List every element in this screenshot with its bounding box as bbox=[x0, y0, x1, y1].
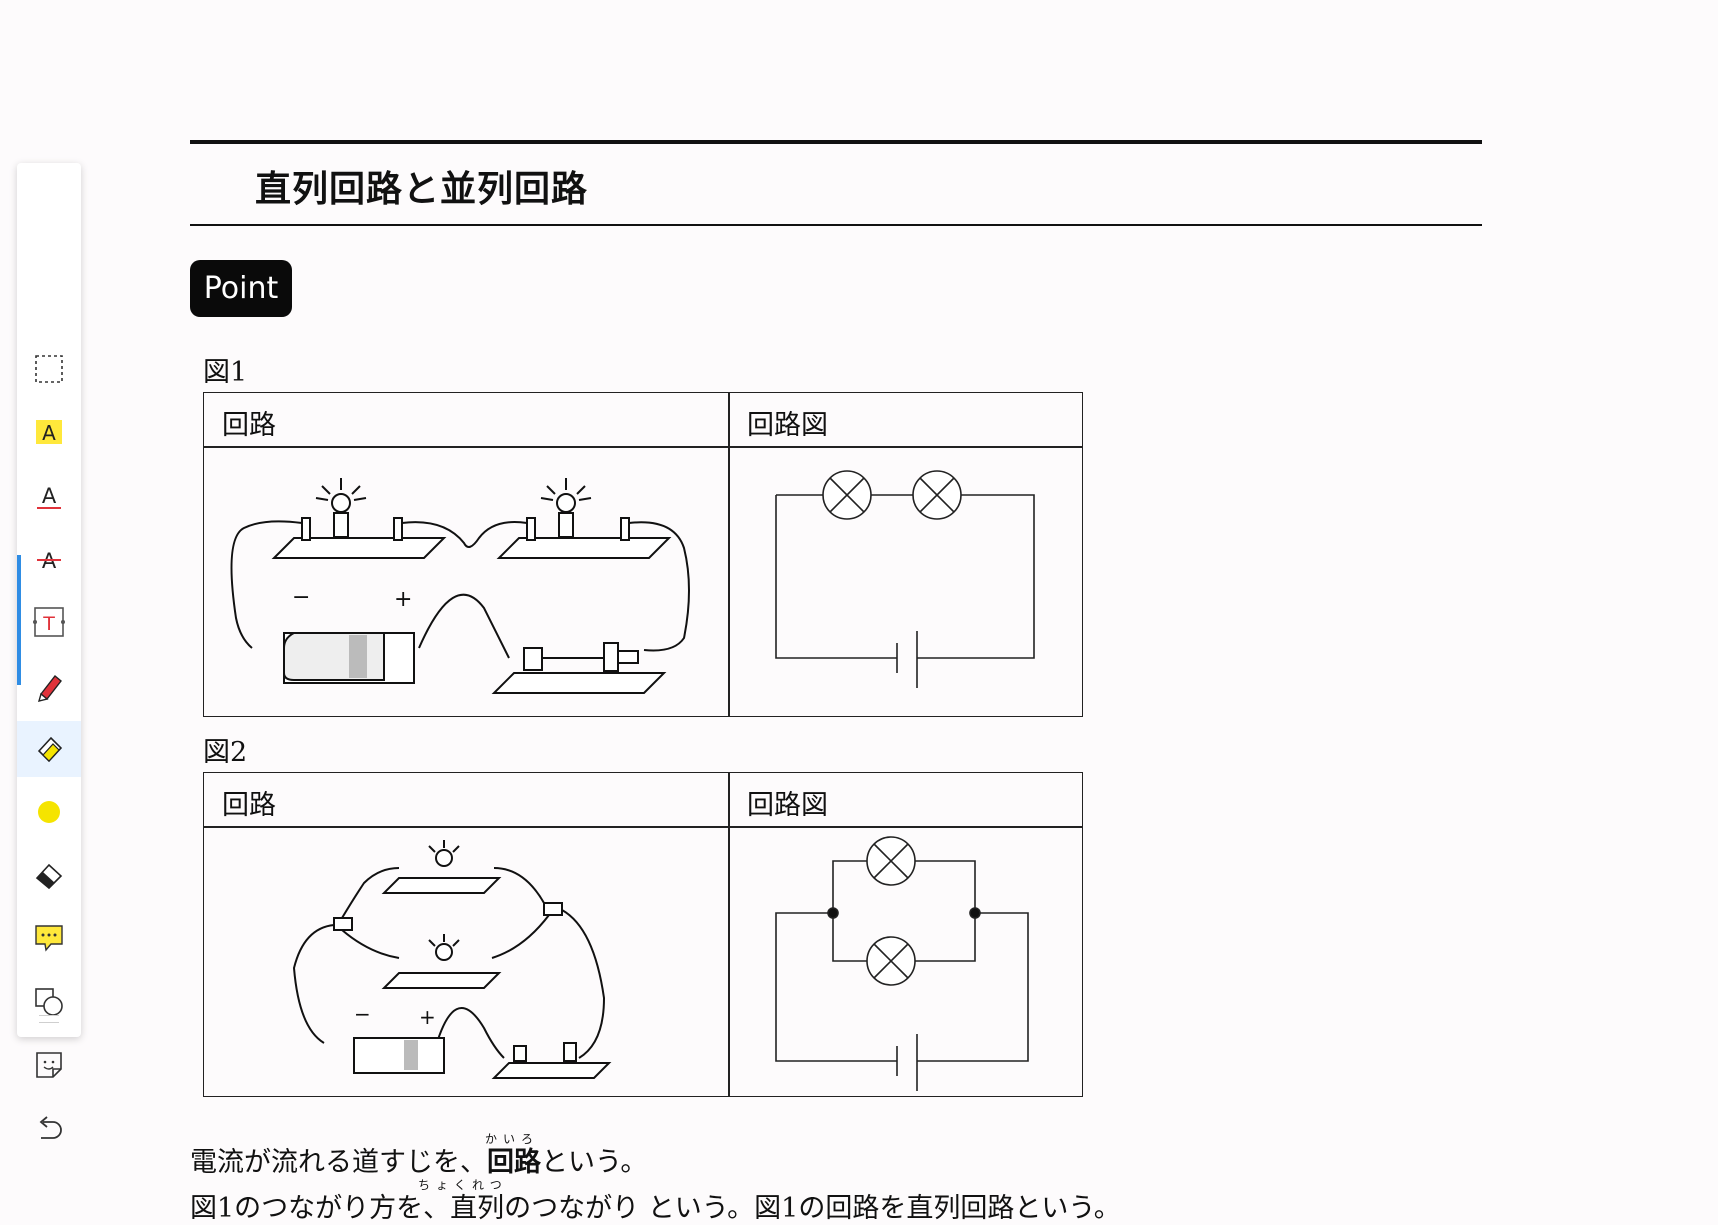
switch-icon bbox=[491, 642, 667, 694]
undo-icon bbox=[39, 1116, 62, 1139]
figure-2-circuit-header: 回路 bbox=[222, 790, 276, 821]
body-line-2: 図1のつながり方を、直列のつながり という。図1の回路を直列回路という。 bbox=[190, 1193, 1121, 1224]
sticker-tool[interactable] bbox=[17, 1037, 81, 1093]
text-box-t-icon: T bbox=[33, 607, 65, 637]
lamp-top-icon bbox=[435, 849, 453, 867]
underlined-a-icon: A bbox=[37, 484, 61, 509]
point-badge: Point bbox=[190, 260, 292, 317]
highlighter-tool[interactable] bbox=[17, 721, 81, 777]
strikethrough-a-icon: A bbox=[37, 549, 61, 573]
select-tool[interactable] bbox=[17, 341, 81, 397]
title-top-rule bbox=[190, 140, 1482, 144]
undo-button[interactable] bbox=[17, 1101, 81, 1157]
comment-tool[interactable] bbox=[17, 910, 81, 966]
figure-2-table: 回路 回路図 − + bbox=[203, 772, 1083, 1097]
active-tool-indicator bbox=[17, 555, 21, 685]
svg-text:−: − bbox=[292, 585, 310, 610]
series-circuit-diagram bbox=[775, 470, 1035, 688]
eraser-tool[interactable] bbox=[17, 847, 81, 903]
svg-text:T: T bbox=[42, 613, 55, 635]
parallel-circuit-illustration: − + bbox=[292, 840, 612, 1079]
color-picker[interactable] bbox=[17, 784, 81, 840]
series-circuit-illustration: − + bbox=[230, 478, 690, 694]
figure-1-label: 図1 bbox=[203, 357, 248, 388]
svg-text:A: A bbox=[42, 484, 57, 508]
lamp-left-icon bbox=[315, 478, 367, 538]
battery-icon bbox=[353, 1037, 445, 1074]
battery-icon bbox=[283, 632, 415, 684]
junction-dot bbox=[969, 907, 981, 919]
battery-symbol bbox=[896, 631, 918, 688]
lamp-middle-icon bbox=[435, 943, 453, 961]
svg-text:+: + bbox=[394, 587, 412, 612]
term-kairo: 回路 bbox=[487, 1147, 541, 1178]
highlighted-a-icon: A bbox=[36, 420, 62, 445]
figure-2-diagram-header: 回路図 bbox=[747, 790, 828, 821]
highlight-text-tool[interactable]: A bbox=[17, 404, 81, 460]
ruby-kairo: かいろ bbox=[485, 1132, 540, 1146]
switch-icon bbox=[491, 1062, 612, 1079]
yellow-highlighter-icon bbox=[37, 736, 63, 763]
speech-bubble-icon bbox=[35, 925, 63, 952]
sticker-icon bbox=[36, 1052, 62, 1078]
red-pen-icon bbox=[37, 674, 62, 702]
underline-tool[interactable]: A bbox=[17, 468, 81, 524]
toolbar-drag-handle[interactable] bbox=[39, 1015, 59, 1023]
svg-text:+: + bbox=[419, 1005, 436, 1029]
figure-1-diagram-header: 回路図 bbox=[747, 410, 828, 441]
yellow-dot-icon bbox=[38, 801, 60, 823]
parallel-circuit-diagram bbox=[775, 836, 1029, 1091]
svg-text:A: A bbox=[42, 421, 56, 445]
page-title: 直列回路と並列回路 bbox=[255, 169, 589, 210]
svg-text:−: − bbox=[354, 1002, 371, 1026]
figure-1-circuit-header: 回路 bbox=[222, 410, 276, 441]
annotation-toolbar: A A A T bbox=[17, 163, 81, 1139]
shapes-icon bbox=[35, 988, 63, 1016]
figure-1-table: 回路 回路図 − + bbox=[203, 392, 1083, 717]
eraser-icon bbox=[35, 863, 63, 890]
text-box-tool[interactable]: T bbox=[17, 594, 81, 650]
body-line-1: 電流が流れる道すじを、回路という。 bbox=[190, 1147, 648, 1178]
strikethrough-tool[interactable]: A bbox=[17, 531, 81, 587]
pen-tool[interactable] bbox=[17, 658, 81, 714]
title-bottom-rule bbox=[190, 224, 1482, 226]
junction-dot bbox=[827, 907, 839, 919]
battery-symbol bbox=[896, 1034, 918, 1091]
ruby-chokuretsu: ちょくれつ bbox=[418, 1178, 508, 1192]
lamp-right-icon bbox=[540, 478, 592, 538]
figure-2-label: 図2 bbox=[203, 737, 248, 768]
dashed-rectangle-icon bbox=[35, 355, 63, 383]
